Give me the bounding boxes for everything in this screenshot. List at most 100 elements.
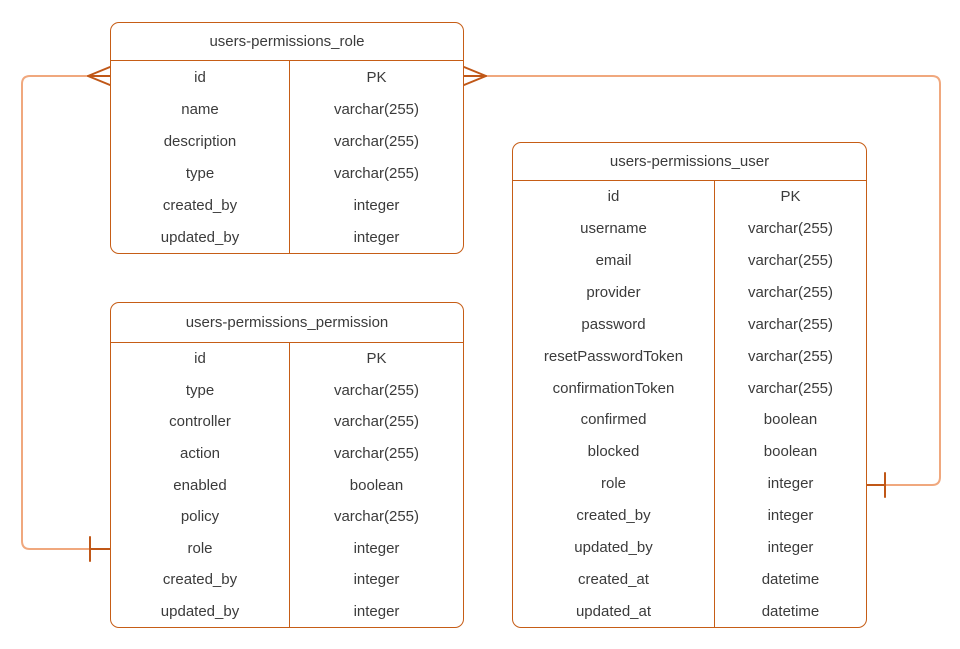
one-tick-icon <box>89 536 111 562</box>
field-type: boolean <box>714 435 866 468</box>
field-name: role <box>187 539 213 557</box>
field-name: enabled <box>173 476 227 494</box>
field-type: PK <box>289 343 463 375</box>
table-row[interactable]: role integer <box>513 467 866 500</box>
table-row[interactable]: id PK <box>513 181 866 213</box>
field-name: updated_by <box>574 538 653 556</box>
table-row[interactable]: email varchar(255) <box>513 244 866 277</box>
field-name: created_by <box>162 196 238 214</box>
table-row[interactable]: policy varchar(255) <box>111 500 463 533</box>
field-type: varchar(255) <box>714 276 866 309</box>
table-row[interactable]: id PK <box>111 61 463 93</box>
field-name: id <box>607 188 620 206</box>
table-row[interactable]: updated_at datetime <box>513 595 866 628</box>
field-name: blocked <box>587 443 640 461</box>
field-name: resetPasswordToken <box>543 347 684 365</box>
field-name: description <box>163 132 237 150</box>
table-title: users-permissions_permission <box>111 303 463 343</box>
table-row[interactable]: confirmationToken varchar(255) <box>513 372 866 405</box>
field-name: created_by <box>576 507 651 525</box>
field-name: updated_at <box>575 602 652 620</box>
table-row[interactable]: updated_by integer <box>111 595 463 628</box>
field-type: integer <box>714 499 866 532</box>
crow-foot-many-icon <box>87 66 111 86</box>
field-type: boolean <box>714 404 866 436</box>
field-type: integer <box>289 189 463 221</box>
table-row[interactable]: role integer <box>111 532 463 564</box>
table-title: users-permissions_user <box>513 143 866 181</box>
field-name: controller <box>169 413 231 431</box>
table-row[interactable]: created_by integer <box>513 499 866 532</box>
field-name: created_by <box>162 571 238 589</box>
field-name: role <box>600 475 626 493</box>
field-name: name <box>181 100 219 118</box>
field-name: created_at <box>578 570 649 588</box>
field-name: email <box>595 252 632 270</box>
field-type: varchar(255) <box>289 500 463 533</box>
entity-table-users-permissions-role[interactable]: users-permissions_role id PK name varchar(2… <box>110 22 464 254</box>
connector-role-user-line[interactable] <box>485 75 941 486</box>
entity-table-users-permissions-permission[interactable]: users-permissions_permission id PK type var… <box>110 302 464 628</box>
one-tick-icon <box>866 472 886 498</box>
field-type: varchar(255) <box>714 308 866 341</box>
field-type: PK <box>289 61 463 93</box>
field-name: password <box>581 315 646 333</box>
field-name: action <box>179 444 221 462</box>
field-name: confirmed <box>580 411 647 429</box>
field-name: id <box>194 350 206 368</box>
table-row[interactable]: name varchar(255) <box>111 93 463 125</box>
field-name: confirmationToken <box>552 379 675 397</box>
field-type: integer <box>289 221 463 253</box>
field-name: type <box>185 164 215 182</box>
table-row[interactable]: created_at datetime <box>513 563 866 596</box>
field-type: varchar(255) <box>289 406 463 438</box>
field-type: varchar(255) <box>289 157 463 189</box>
field-type: varchar(255) <box>714 372 866 405</box>
field-type: integer <box>289 563 463 596</box>
field-name: type <box>185 381 215 399</box>
field-type: datetime <box>714 595 866 628</box>
field-name: id <box>194 68 206 86</box>
table-row[interactable]: action varchar(255) <box>111 437 463 470</box>
field-type: boolean <box>289 469 463 501</box>
field-type: integer <box>714 467 866 500</box>
field-type: varchar(255) <box>289 374 463 407</box>
table-row[interactable]: controller varchar(255) <box>111 406 463 438</box>
field-type: varchar(255) <box>714 212 866 245</box>
table-row[interactable]: created_by integer <box>111 189 463 221</box>
field-type: varchar(255) <box>289 125 463 157</box>
field-name: policy <box>180 508 220 526</box>
table-row[interactable]: blocked boolean <box>513 435 866 468</box>
crow-foot-many-icon <box>463 66 487 86</box>
field-type: varchar(255) <box>714 340 866 373</box>
field-name: updated_by <box>160 602 240 620</box>
table-row[interactable]: id PK <box>111 343 463 375</box>
table-row[interactable]: enabled boolean <box>111 469 463 501</box>
table-row[interactable]: type varchar(255) <box>111 374 463 407</box>
table-row[interactable]: password varchar(255) <box>513 308 866 341</box>
field-type: varchar(255) <box>289 437 463 470</box>
field-type: datetime <box>714 563 866 596</box>
table-row[interactable]: created_by integer <box>111 563 463 596</box>
table-row[interactable]: resetPasswordToken varchar(255) <box>513 340 866 373</box>
table-row[interactable]: description varchar(255) <box>111 125 463 157</box>
field-type: varchar(255) <box>714 244 866 277</box>
table-row[interactable]: type varchar(255) <box>111 157 463 189</box>
table-rows: id PK type varchar(255) controller varchar(25… <box>111 343 463 628</box>
table-rows: id PK name varchar(255) description varchar(2… <box>111 61 463 253</box>
field-type: integer <box>289 595 463 628</box>
connector-role-permission-line[interactable] <box>21 75 91 550</box>
table-title: users-permissions_role <box>111 23 463 61</box>
table-row[interactable]: confirmed boolean <box>513 404 866 436</box>
field-type: varchar(255) <box>289 93 463 125</box>
field-type: PK <box>714 181 866 213</box>
field-type: integer <box>289 532 463 564</box>
